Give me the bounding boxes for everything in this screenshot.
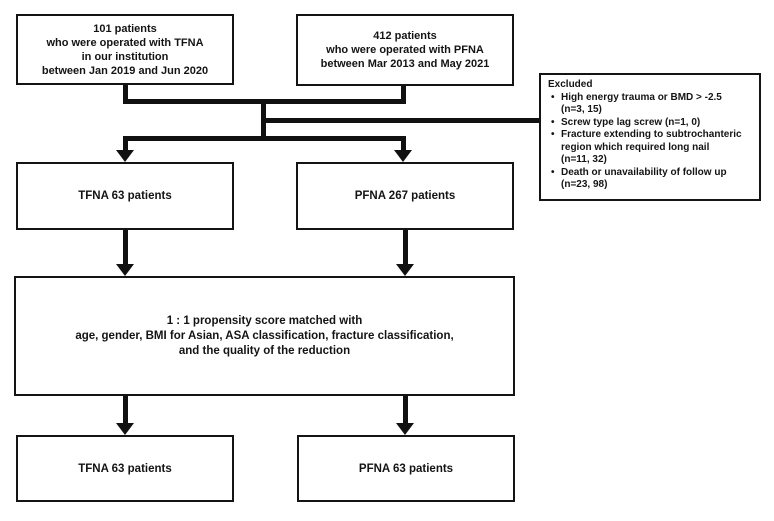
box-tfna-cohort: TFNA 63 patients (16, 162, 234, 230)
excluded-item: • High energy trauma or BMD > -2.5 (n=3,… (548, 92, 755, 117)
excluded-item: • Death or unavailability of follow up (… (548, 167, 755, 192)
bullet-marker: • (551, 91, 555, 103)
connector-to-excluded (261, 118, 539, 123)
box-pfna-cohort: PFNA 267 patients (296, 162, 514, 230)
box-excluded: Excluded • High energy trauma or BMD > -… (539, 73, 761, 201)
connector-from-tfna-initial (123, 85, 128, 104)
excluded-item: • Screw type lag screw (n=1, 0) (548, 117, 755, 130)
bullet-marker: • (551, 129, 555, 140)
arrow-line-pfna-to-matching (403, 230, 408, 266)
bullet-marker: • (551, 166, 555, 178)
connector-split-horizontal (123, 136, 406, 141)
excluded-item-text: Fracture extending to subtrochanteric re… (561, 129, 742, 165)
box-pfna-matched: PFNA 63 patients (297, 435, 515, 502)
excluded-item-text: High energy trauma or BMD > -2.5 (n=3, 1… (561, 91, 722, 116)
box-tfna-initial: 101 patients who were operated with TFNA… (16, 14, 234, 85)
arrow-down-icon (394, 150, 412, 162)
arrow-down-icon (396, 423, 414, 435)
arrow-line-to-pfna-matched (403, 395, 408, 425)
arrow-down-icon (116, 423, 134, 435)
bullet-marker: • (551, 116, 555, 128)
arrow-line-tfna-to-matching (123, 230, 128, 266)
excluded-title: Excluded (548, 79, 593, 90)
arrow-line-to-tfna-cohort (123, 136, 128, 153)
box-propensity-matching: 1 : 1 propensity score matched with age,… (14, 276, 515, 396)
arrow-line-to-tfna-matched (123, 395, 128, 425)
excluded-item-text: Death or unavailability of follow up (n=… (561, 166, 727, 191)
arrow-line-to-pfna-cohort (401, 136, 406, 153)
arrow-down-icon (116, 264, 134, 276)
box-pfna-initial: 412 patients who were operated with PFNA… (296, 14, 514, 86)
arrow-down-icon (396, 264, 414, 276)
excluded-item-text: Screw type lag screw (n=1, 0) (561, 116, 701, 128)
excluded-item: • Fracture extending to subtrochanteric … (548, 129, 755, 167)
connector-from-pfna-initial (401, 86, 406, 104)
arrow-down-icon (116, 150, 134, 162)
box-tfna-matched: TFNA 63 patients (16, 435, 234, 502)
